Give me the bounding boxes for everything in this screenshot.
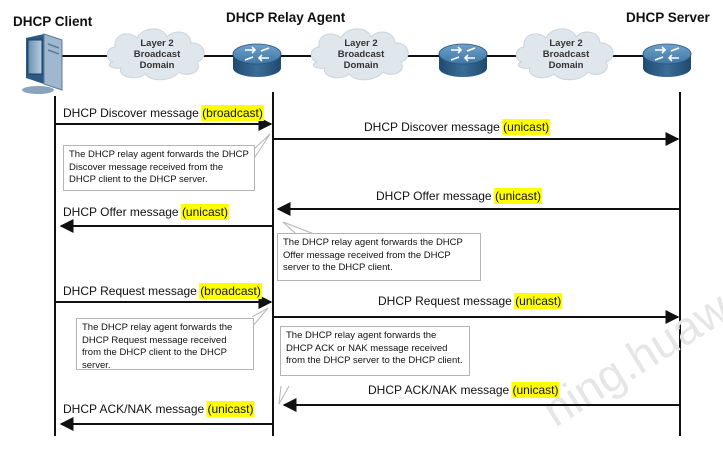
message-tag: (unicast) [495,189,541,203]
highlight-mark [493,188,542,204]
cloud-label-line1: Layer 2 [140,38,173,49]
message-text: DHCP Request message [63,284,200,298]
discover-relay-note: The DHCP relay agent forwards the DHCP D… [63,145,255,191]
highlight-mark [511,382,560,398]
highlight-mark [201,105,264,121]
ack-right-label: DHCP ACK/NAK message (unicast) [368,383,559,397]
ack-relay-note: The DHCP relay agent forwards the DHCP A… [280,326,470,376]
request-relay-note: The DHCP relay agent forwards the DHCP R… [76,318,254,371]
cloud-label-line1: Layer 2 [344,38,377,49]
message-text: DHCP ACK/NAK message [63,402,208,416]
offer-relay-note: The DHCP relay agent forwards the DHCP O… [277,233,481,281]
cloud-icon: Layer 2 Broadcast Domain [515,28,614,81]
message-tag: (broadcast) [202,106,263,120]
offer-right-label: DHCP Offer message (unicast) [376,189,541,203]
cloud-label-line3: Domain [344,60,379,71]
message-tag: (unicast) [208,402,254,416]
message-text: DHCP ACK/NAK message [368,383,513,397]
cloud-label-line3: Domain [549,60,584,71]
relay-title: DHCP Relay Agent [226,10,346,25]
message-text: DHCP Offer message [376,189,495,203]
highlight-mark [502,119,551,135]
message-tag: (unicast) [503,120,549,134]
cloud-label-line2: Broadcast [134,49,181,60]
message-tag: (unicast) [182,205,228,219]
watermark: ning.huawe [533,268,723,437]
cloud-label-line3: Domain [140,60,175,71]
highlight-mark [514,293,563,309]
highlight-mark [206,401,255,417]
discover-left-label: DHCP Discover message (broadcast) [63,106,263,120]
message-text: DHCP Discover message [63,106,202,120]
discover-right-label: DHCP Discover message (unicast) [364,120,549,134]
request-left-label: DHCP Request message (broadcast) [63,284,261,298]
highlight-mark [199,283,262,299]
cloud-icon: Layer 2 Broadcast Domain [106,28,205,81]
discover-note-pointer [252,133,271,161]
client-title: DHCP Client [13,14,93,29]
message-text: DHCP Request message [378,294,515,308]
message-text: DHCP Offer message [63,205,182,219]
request-note-pointer [251,307,269,328]
cloud-label-line2: Broadcast [338,49,385,60]
message-text: DHCP Discover message [364,120,503,134]
router-icon [642,43,692,77]
message-tag: (unicast) [513,383,559,397]
offer-left-label: DHCP Offer message (unicast) [63,205,228,219]
router-icon [232,43,282,77]
offer-note-pointer [282,221,315,235]
message-tag: (broadcast) [200,284,261,298]
server-title: DHCP Server [626,10,711,25]
cloud-icon: Layer 2 Broadcast Domain [310,28,409,81]
message-tag: (unicast) [515,294,561,308]
router-icon [438,43,488,77]
computer-icon [22,33,63,94]
highlight-mark [180,204,229,220]
cloud-label-line2: Broadcast [543,49,590,60]
cloud-label-line1: Layer 2 [549,38,582,49]
ack-note-pointer [278,385,290,405]
ack-left-label: DHCP ACK/NAK message (unicast) [63,402,254,416]
request-right-label: DHCP Request message (unicast) [378,294,561,308]
